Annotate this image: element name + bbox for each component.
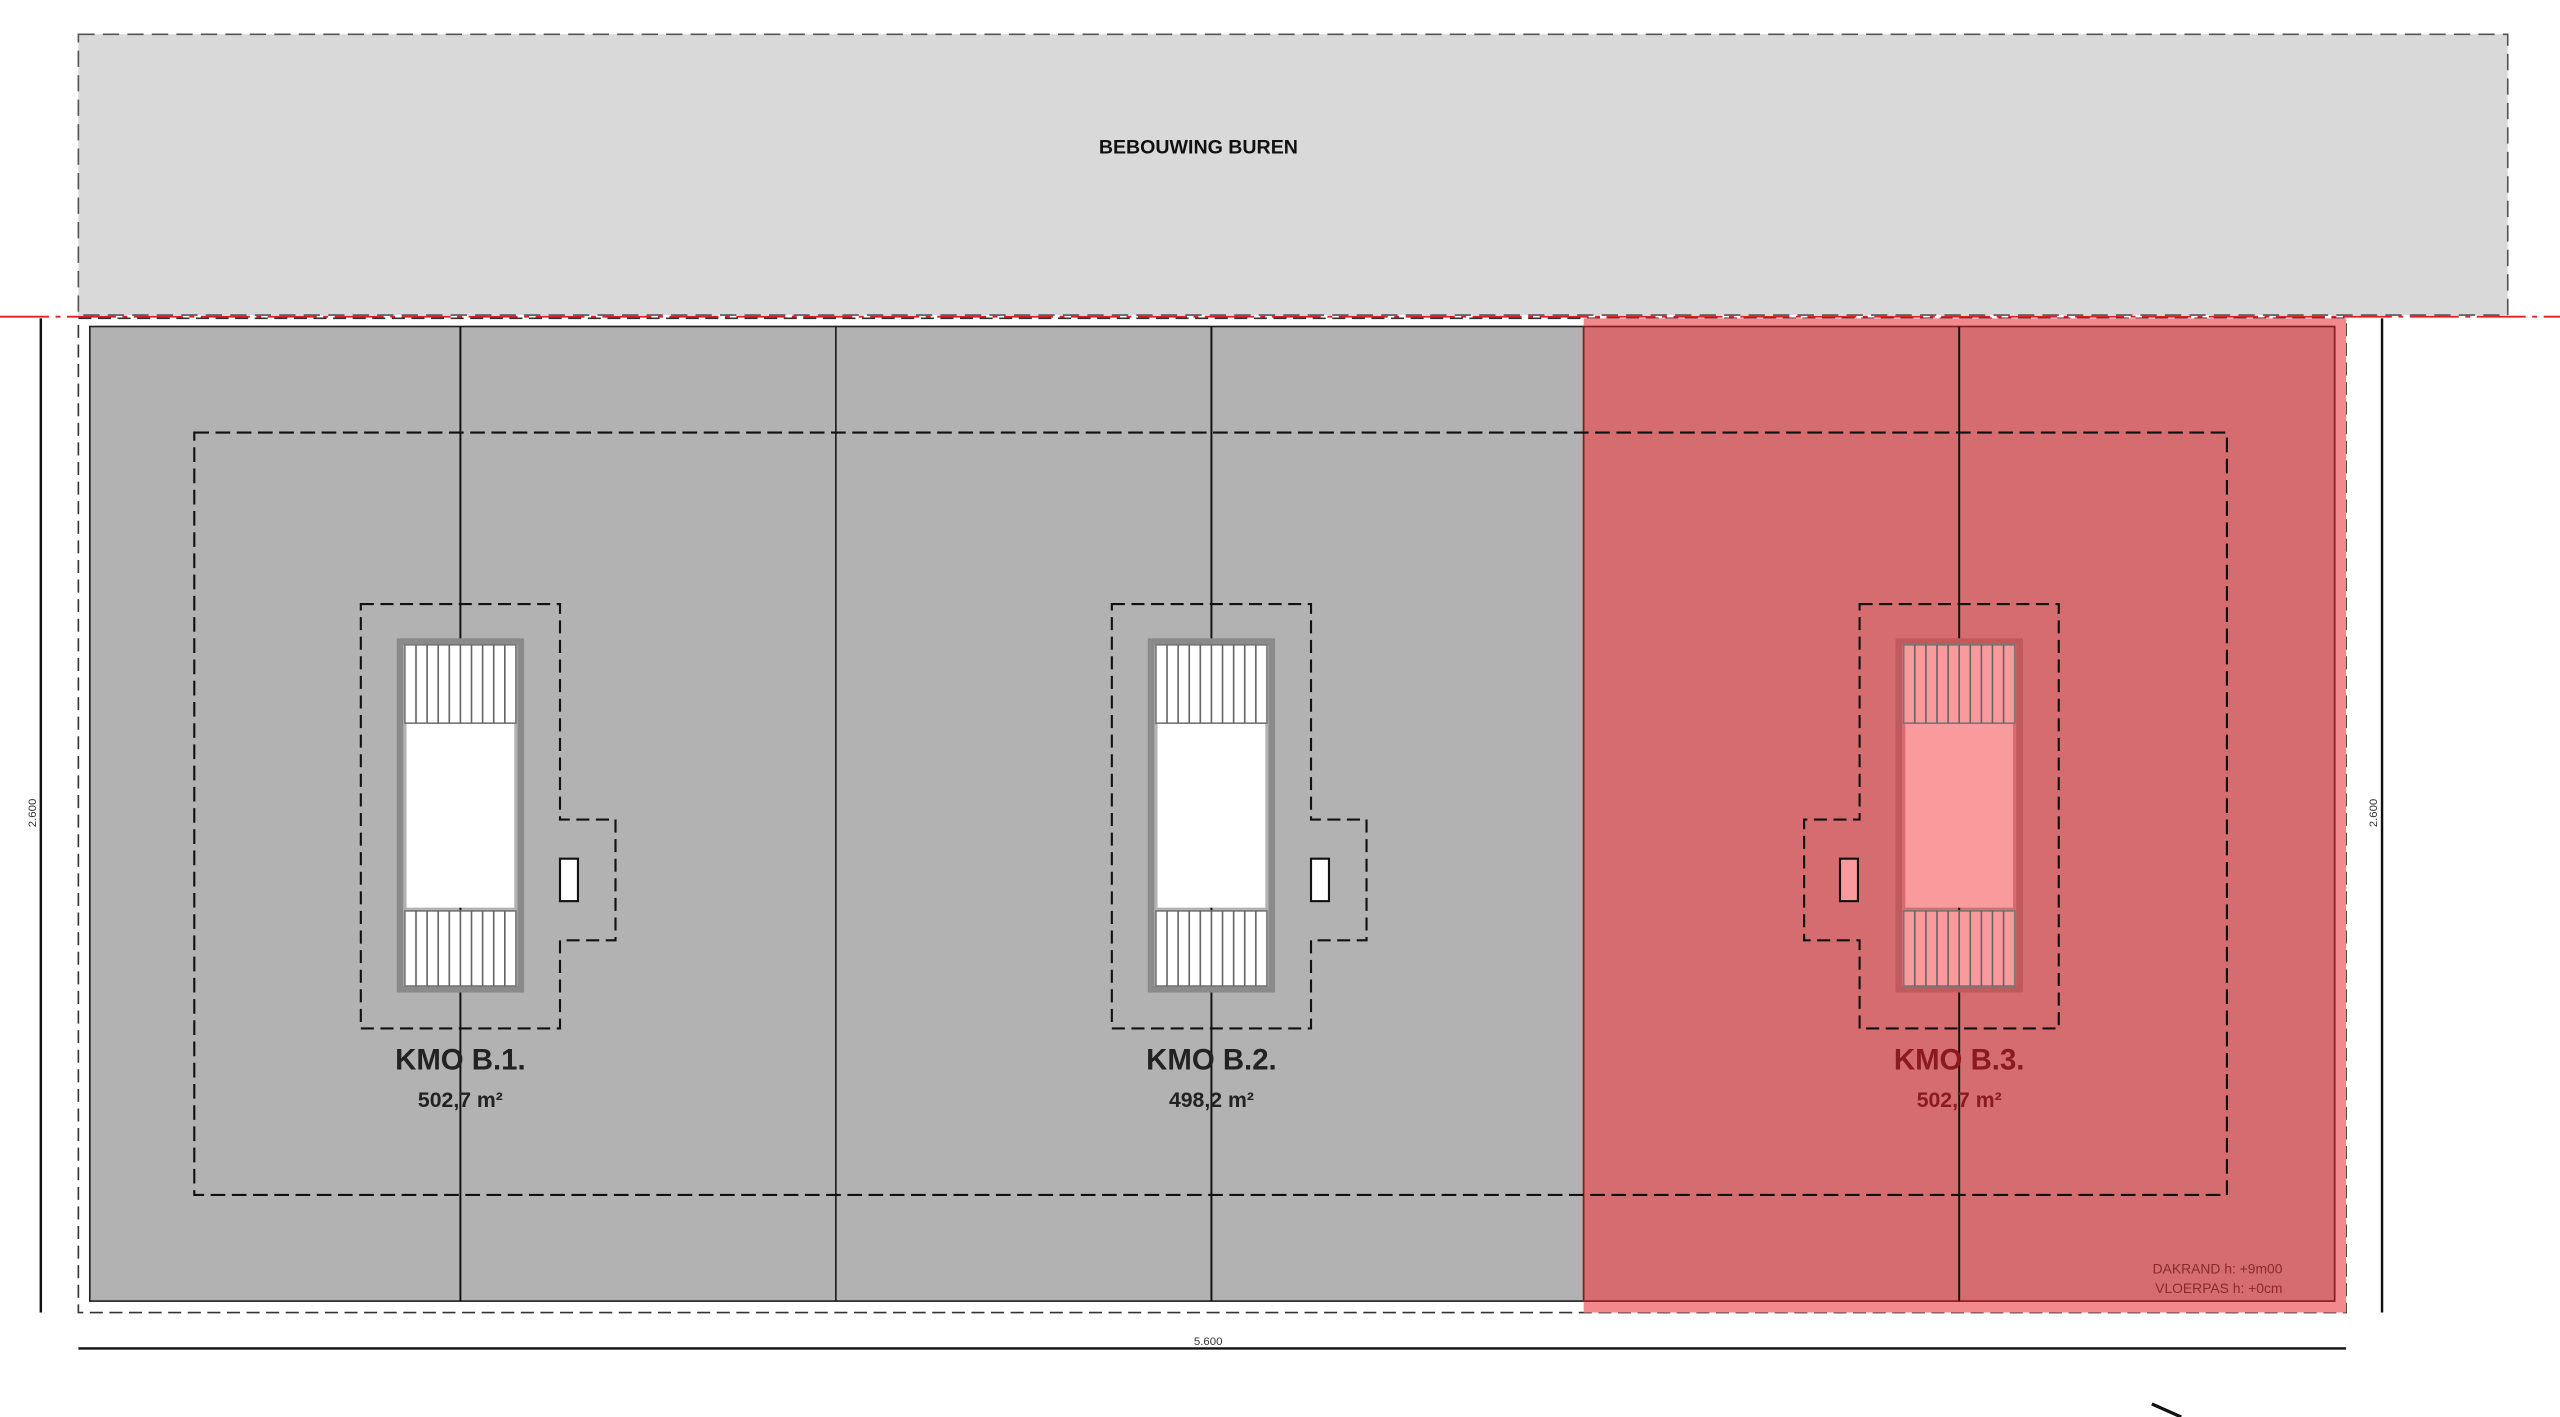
building-outline [77,317,2347,1314]
note-dakrand: DAKRAND h: +9m00 [2153,1260,2283,1276]
unit-core-1: KMO B.1. 502,7 m² [359,602,617,1112]
neighbour-building [77,33,2509,316]
note-vloerpas: VLOERPAS h: +0cm [2155,1280,2282,1296]
unit-name: KMO B.1. [395,1043,526,1076]
stairwell-frame [1895,638,2023,993]
stairwell-frame [396,638,525,993]
stair-landing [406,723,515,908]
stairwell-frame [1147,638,1276,993]
core-outline [359,602,617,1030]
unit-core-2: KMO B.2. 498,2 m² [1110,602,1368,1112]
core-outline [1803,602,2060,1030]
stair-landing [1157,723,1266,908]
dimension-left: 2.600 [27,799,39,828]
shaft [558,857,580,903]
unit-3 [1582,318,2347,1313]
shaft [1838,857,1860,903]
dimension-bottom: 5.600 [1194,1336,1223,1348]
shaft [1309,857,1331,903]
core-outline [1110,602,1368,1030]
unit-core-3: KMO B.3. 502,7 m² [1803,602,2060,1112]
unit-area: 498,2 m² [1169,1089,1254,1112]
unit-area: 502,7 m² [1917,1089,2002,1112]
unit-area: 502,7 m² [418,1089,503,1112]
dimension-right: 2.600 [2368,799,2380,828]
neighbour-label: BEBOUWING BUREN [1099,136,1298,158]
stair-landing [1905,723,2014,908]
unit-name: KMO B.2. [1146,1043,1277,1076]
inner-setback-outline [193,431,2228,1197]
north-arrow-stub [2151,1402,2182,1417]
unit-name: KMO B.3. [1894,1043,2025,1076]
